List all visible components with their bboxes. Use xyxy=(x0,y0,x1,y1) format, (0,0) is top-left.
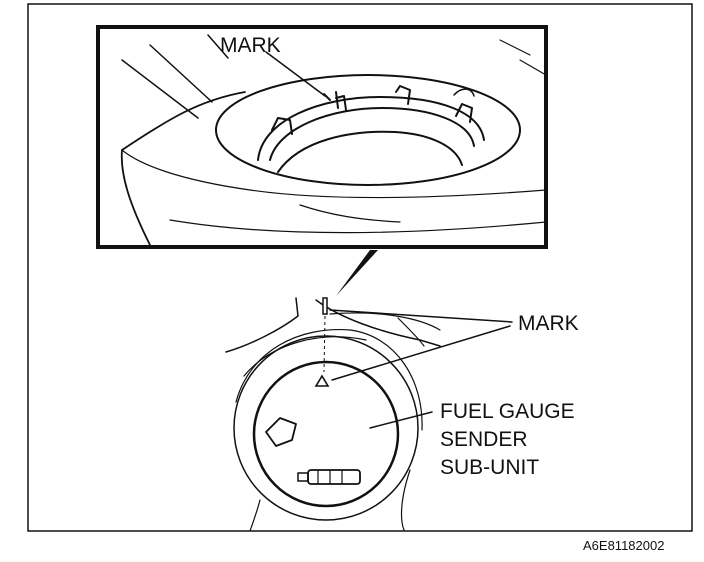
inset-mark-tick xyxy=(323,93,331,101)
retainer-ring xyxy=(269,107,475,161)
inset-detail: MARK xyxy=(96,25,548,249)
inset-frame xyxy=(96,25,548,249)
main-view: MARK FUEL GAUGE SENDER SUB-UNIT xyxy=(225,297,579,532)
inset-mark-label: MARK xyxy=(220,34,281,57)
mark-label: MARK xyxy=(518,312,579,335)
tank-mark xyxy=(322,297,328,315)
figure-code: A6E81182002 xyxy=(583,538,664,553)
callout-arrow xyxy=(336,250,378,296)
alignment-line xyxy=(323,315,326,373)
fuel-gauge-label-line2: SENDER xyxy=(440,428,528,451)
fuel-gauge-label-line3: SUB-UNIT xyxy=(440,456,539,479)
flange-outer xyxy=(233,335,419,521)
fuel-gauge-label-line1: FUEL GAUGE xyxy=(440,400,575,423)
sender-connector xyxy=(297,469,361,485)
outer-frame xyxy=(27,3,693,532)
tank-opening xyxy=(215,74,521,186)
sender-plate xyxy=(265,417,297,447)
sender-triangle-mark xyxy=(314,374,330,387)
sender-unit xyxy=(252,360,400,508)
